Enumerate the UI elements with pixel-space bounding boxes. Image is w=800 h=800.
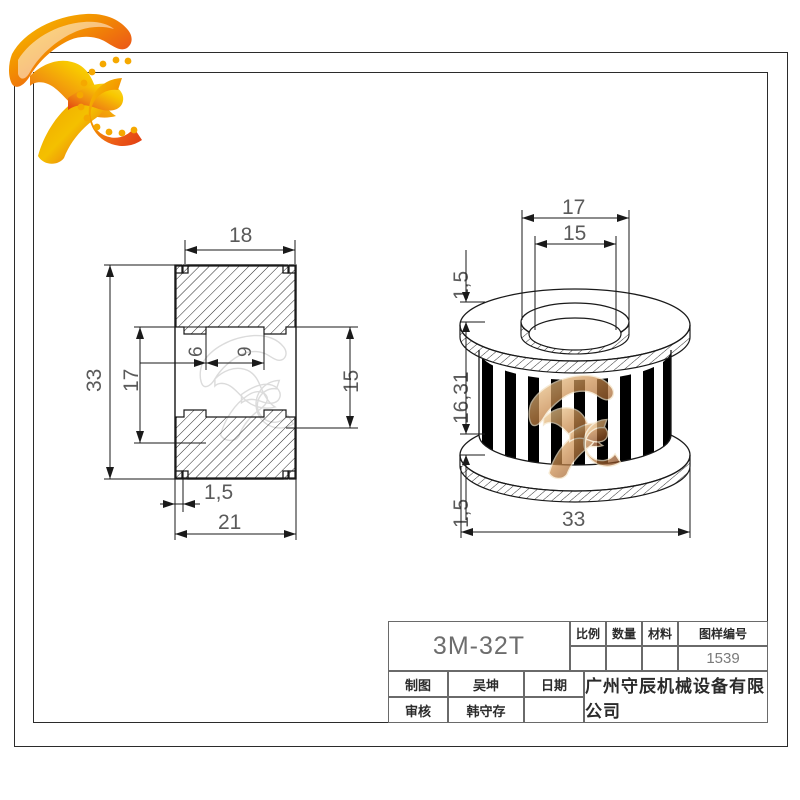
title-value-drafted-by[interactable]: 吴坤 <box>448 671 524 697</box>
title-value-quantity[interactable] <box>606 646 642 671</box>
title-label-reviewed-by: 审核 <box>388 697 448 723</box>
title-value-date[interactable] <box>524 697 584 723</box>
sc-logo-icon <box>9 13 142 164</box>
dim-iso-15: 15 <box>563 222 587 245</box>
title-company-name: 广州守辰机械设备有限公司 <box>584 671 768 723</box>
title-value-material[interactable] <box>642 646 678 671</box>
dim-iso-17: 17 <box>562 196 586 219</box>
dim-section-1-5: 1,5 <box>204 481 234 504</box>
title-block: 3M-32T 比例 数量 材料 图样编号 1539 制图 吴坤 日期 审核 韩守… <box>388 621 768 723</box>
dim-section-21: 21 <box>218 511 242 534</box>
title-header-quantity: 数量 <box>606 621 642 646</box>
dim-section-18: 18 <box>229 224 253 247</box>
dim-iso-33: 33 <box>562 508 586 531</box>
title-header-material: 材料 <box>642 621 678 646</box>
title-part-name: 3M-32T <box>388 621 570 671</box>
title-header-scale: 比例 <box>570 621 606 646</box>
title-value-reviewed-by[interactable]: 韩守存 <box>448 697 524 723</box>
title-value-scale[interactable] <box>570 646 606 671</box>
title-label-date: 日期 <box>524 671 584 697</box>
title-value-drawing-no[interactable]: 1539 <box>678 646 768 671</box>
title-label-drafted-by: 制图 <box>388 671 448 697</box>
title-header-drawing-no: 图样编号 <box>678 621 768 646</box>
sc-logo-overlay-icon <box>528 374 622 480</box>
sheet-border-outer <box>14 52 788 747</box>
